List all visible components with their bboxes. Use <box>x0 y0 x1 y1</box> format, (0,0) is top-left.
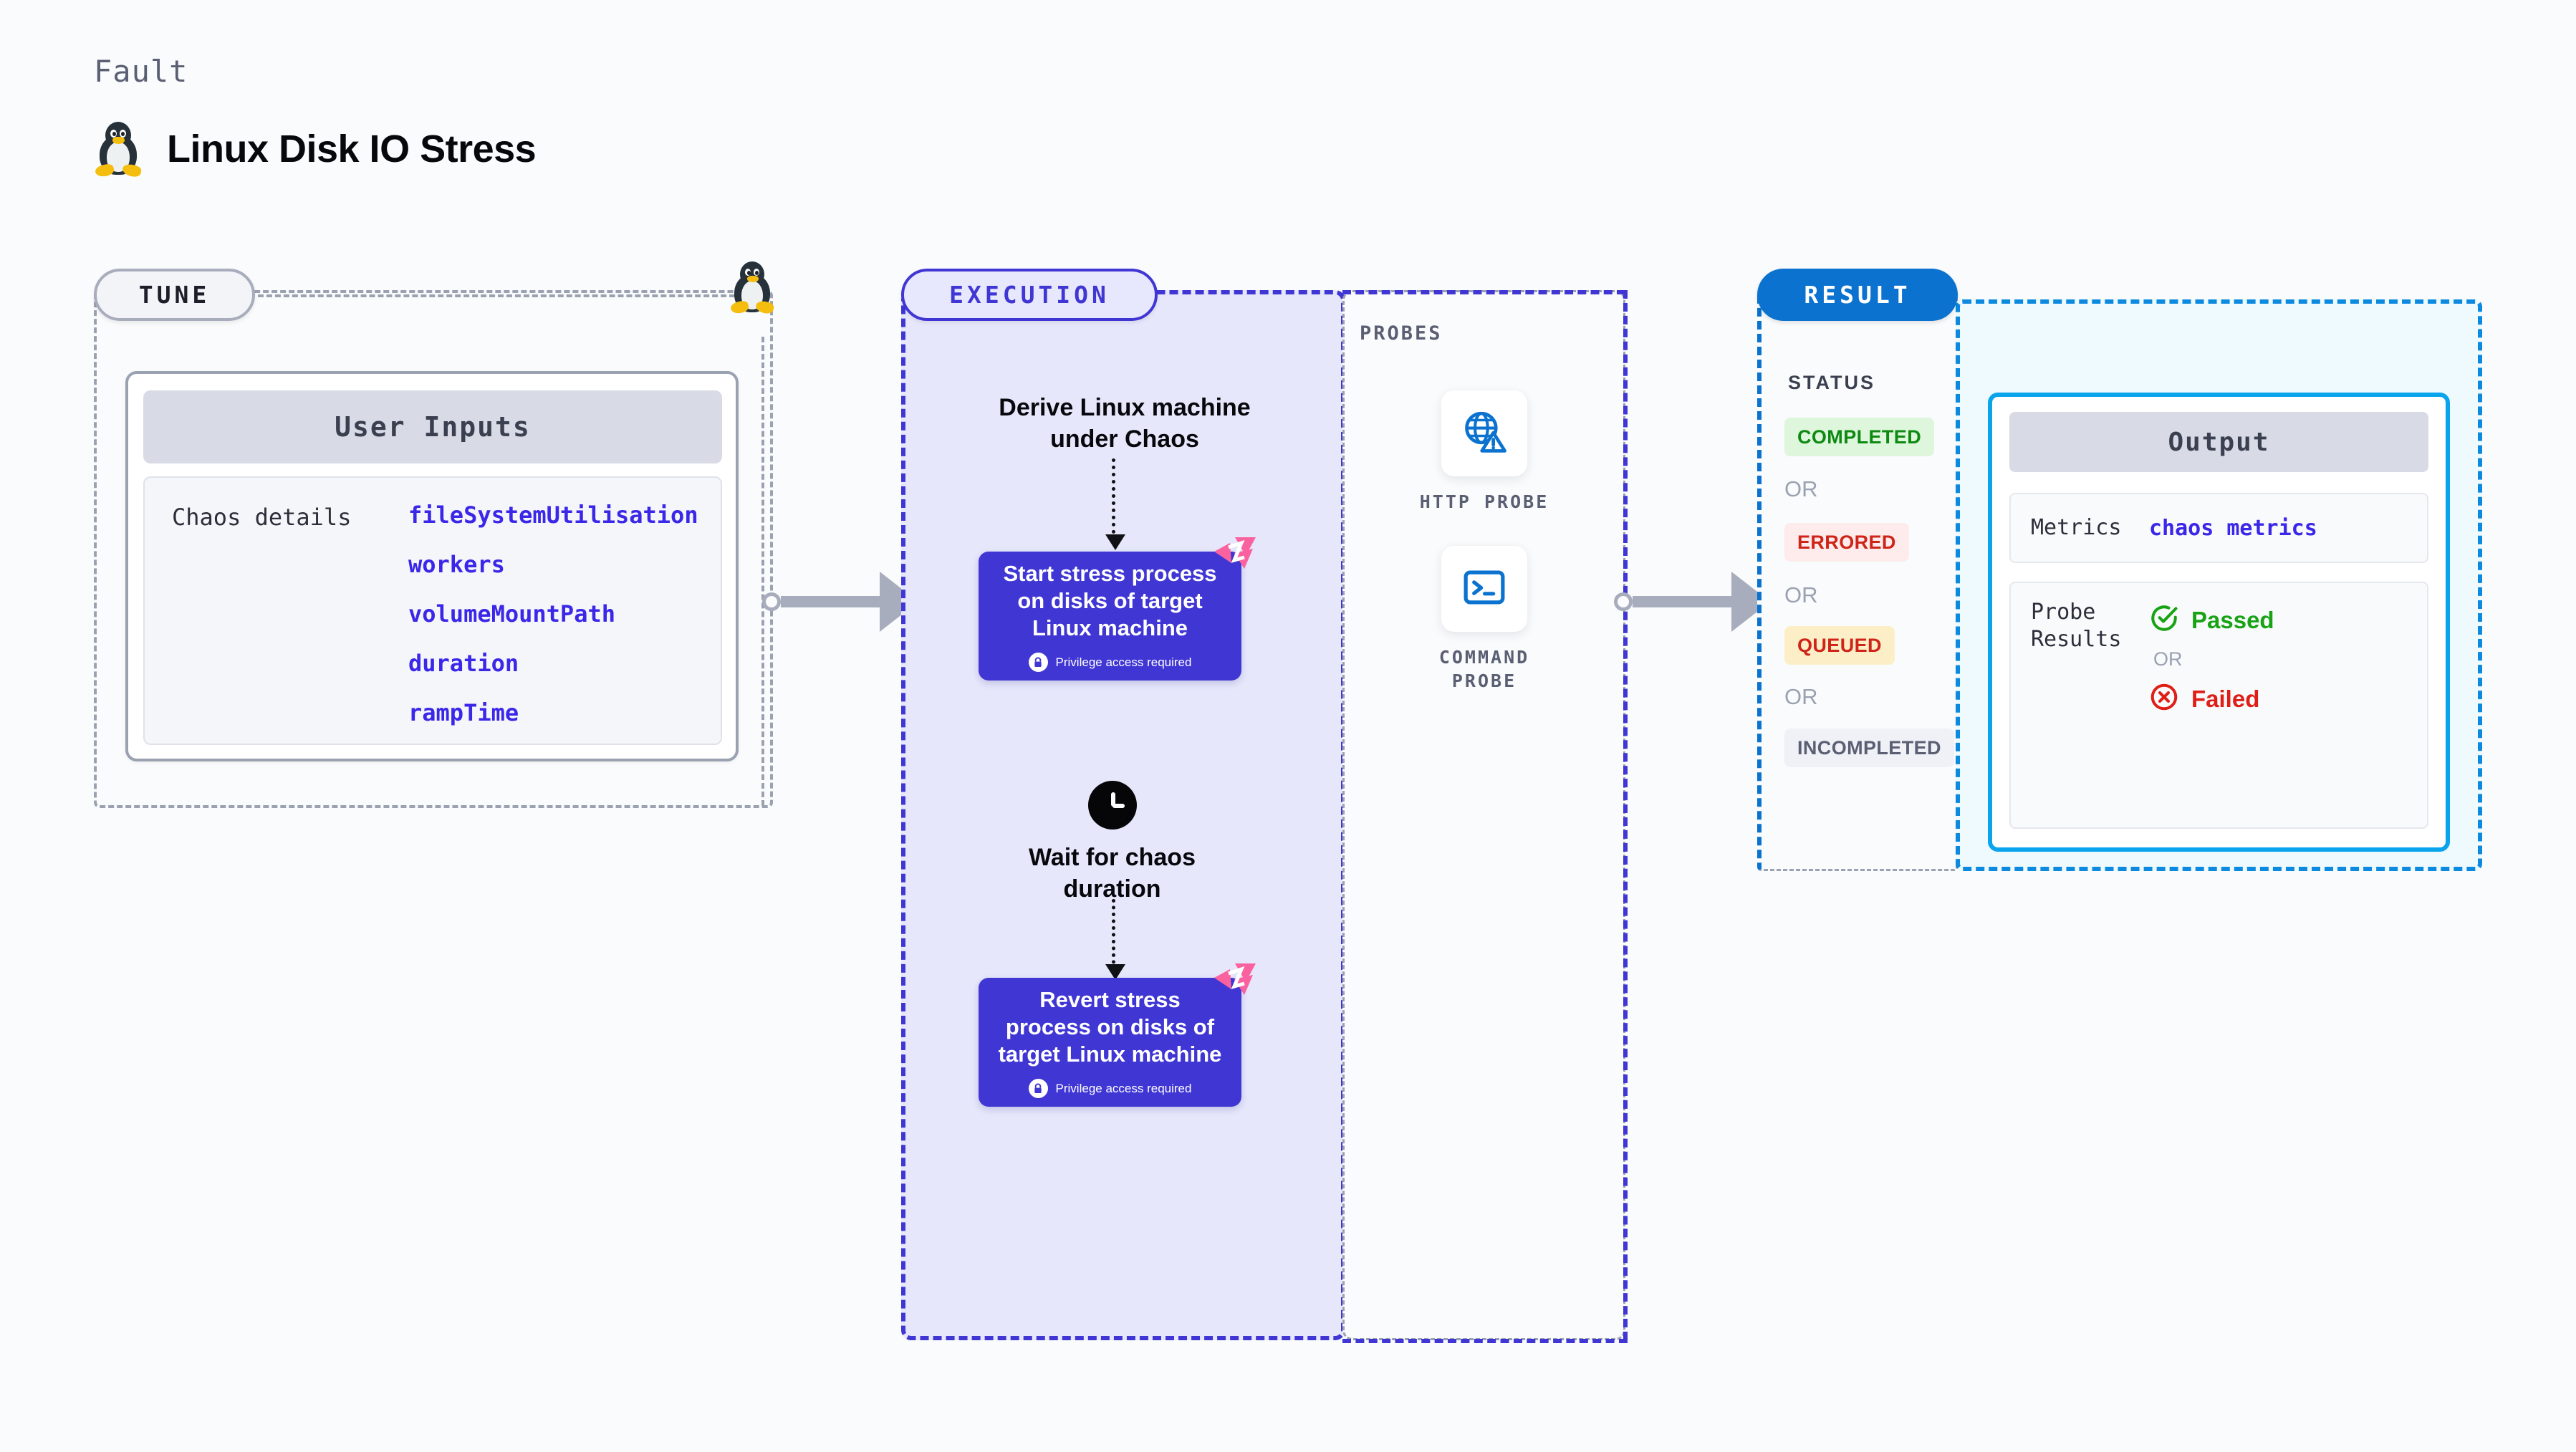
probes-top-edge <box>1342 290 1625 294</box>
wait-step-label: Wait for chaos duration <box>1029 844 1196 903</box>
page-eyebrow: Fault <box>94 54 188 89</box>
page-title-row: Linux Disk IO Stress <box>94 122 537 178</box>
probes-label: PROBES <box>1360 322 1443 345</box>
tune-pill[interactable]: TUNE <box>94 269 255 321</box>
probes-right-edge <box>1623 290 1628 1340</box>
output-title: Output <box>2009 412 2428 472</box>
probe-or-separator: OR <box>2153 648 2183 670</box>
probe-results-key: Probe Results <box>2031 600 2122 652</box>
probe-passed-label: Passed <box>2191 606 2274 633</box>
status-or-separator: OR <box>1784 476 1818 501</box>
terminal-icon <box>1461 564 1508 615</box>
status-label: STATUS <box>1788 372 1875 393</box>
privilege-note: Privilege access required <box>1028 653 1192 673</box>
execution-step-title: Revert stress process on disks of target… <box>998 986 1222 1067</box>
probe-failed-label: Failed <box>2191 685 2260 712</box>
probe-results-values: Passed OR Failed <box>2149 599 2274 716</box>
execution-step-start[interactable]: Start stress process on disks of target … <box>979 552 1241 681</box>
result-pill[interactable]: RESULT <box>1757 269 1958 321</box>
globe-warning-icon <box>1461 408 1508 459</box>
execution-pill[interactable]: EXECUTION <box>901 269 1158 321</box>
privilege-note: Privilege access required <box>1028 1079 1192 1099</box>
linux-penguin-icon <box>94 122 143 178</box>
lock-icon <box>1028 1079 1048 1099</box>
status-or-separator: OR <box>1784 684 1818 709</box>
output-row-probe-results: Probe Results Passed OR <box>2009 582 2428 829</box>
connector-start-dot <box>1614 592 1633 611</box>
metrics-value[interactable]: chaos metrics <box>2149 515 2317 541</box>
flow-arrow-icon <box>1105 458 1125 550</box>
check-circle-icon <box>2149 603 2179 637</box>
litmus-chaos-icon <box>1213 536 1257 577</box>
status-badge-incompleted: INCOMPLETED <box>1784 729 1954 767</box>
probe-tile <box>1441 390 1527 476</box>
user-inputs-title: User Inputs <box>143 390 722 463</box>
probes-bottom-edge <box>1342 1339 1628 1343</box>
tune-guide-vertical <box>761 337 764 806</box>
input-param[interactable]: rampTime <box>408 699 519 726</box>
probe-result-failed: Failed <box>2149 682 2274 716</box>
status-badge-completed: COMPLETED <box>1784 418 1935 456</box>
litmus-chaos-icon <box>1213 962 1257 1004</box>
clock-icon <box>1088 781 1137 830</box>
status-badge-errored: ERRORED <box>1784 523 1909 562</box>
probe-label: COMMAND PROBE <box>1438 647 1530 691</box>
linux-penguin-node-icon <box>729 261 775 315</box>
input-param[interactable]: volumeMountPath <box>408 600 615 628</box>
chaos-details-values: fileSystemUtilisation workers volumeMoun… <box>408 504 698 744</box>
connector-line <box>781 596 881 607</box>
tune-guide-horizontal <box>258 294 752 297</box>
user-inputs-body: Chaos details fileSystemUtilisation work… <box>143 476 722 745</box>
input-param[interactable]: duration <box>408 650 519 677</box>
x-circle-icon <box>2149 682 2179 716</box>
privilege-note-text: Privilege access required <box>1055 655 1192 669</box>
probe-tile <box>1441 546 1527 632</box>
flow-arrow-icon <box>1105 899 1125 980</box>
chaos-details-key: Chaos details <box>172 504 352 531</box>
connector-start-dot <box>762 592 781 611</box>
probe-label: HTTP PROBE <box>1419 491 1549 512</box>
probe-item-http[interactable]: HTTP PROBE <box>1402 390 1567 514</box>
result-status-section <box>1757 290 1958 871</box>
status-badge-queued: QUEUED <box>1784 626 1895 665</box>
page-title: Linux Disk IO Stress <box>167 128 537 170</box>
metrics-key: Metrics <box>2031 515 2122 541</box>
probe-result-passed: Passed <box>2149 603 2274 637</box>
probe-item-command[interactable]: COMMAND PROBE <box>1402 546 1567 693</box>
output-row-metrics: Metrics chaos metrics <box>2009 493 2428 563</box>
connector-line <box>1633 596 1733 607</box>
status-or-separator: OR <box>1784 582 1818 607</box>
input-param[interactable]: workers <box>408 551 505 578</box>
execution-step-title: Start stress process on disks of target … <box>1003 560 1217 641</box>
input-param[interactable]: fileSystemUtilisation <box>408 501 698 529</box>
derive-step-label: Derive Linux machine under Chaos <box>999 394 1251 453</box>
privilege-note-text: Privilege access required <box>1055 1081 1192 1095</box>
execution-step-revert[interactable]: Revert stress process on disks of target… <box>979 978 1241 1107</box>
lock-icon <box>1028 653 1048 673</box>
